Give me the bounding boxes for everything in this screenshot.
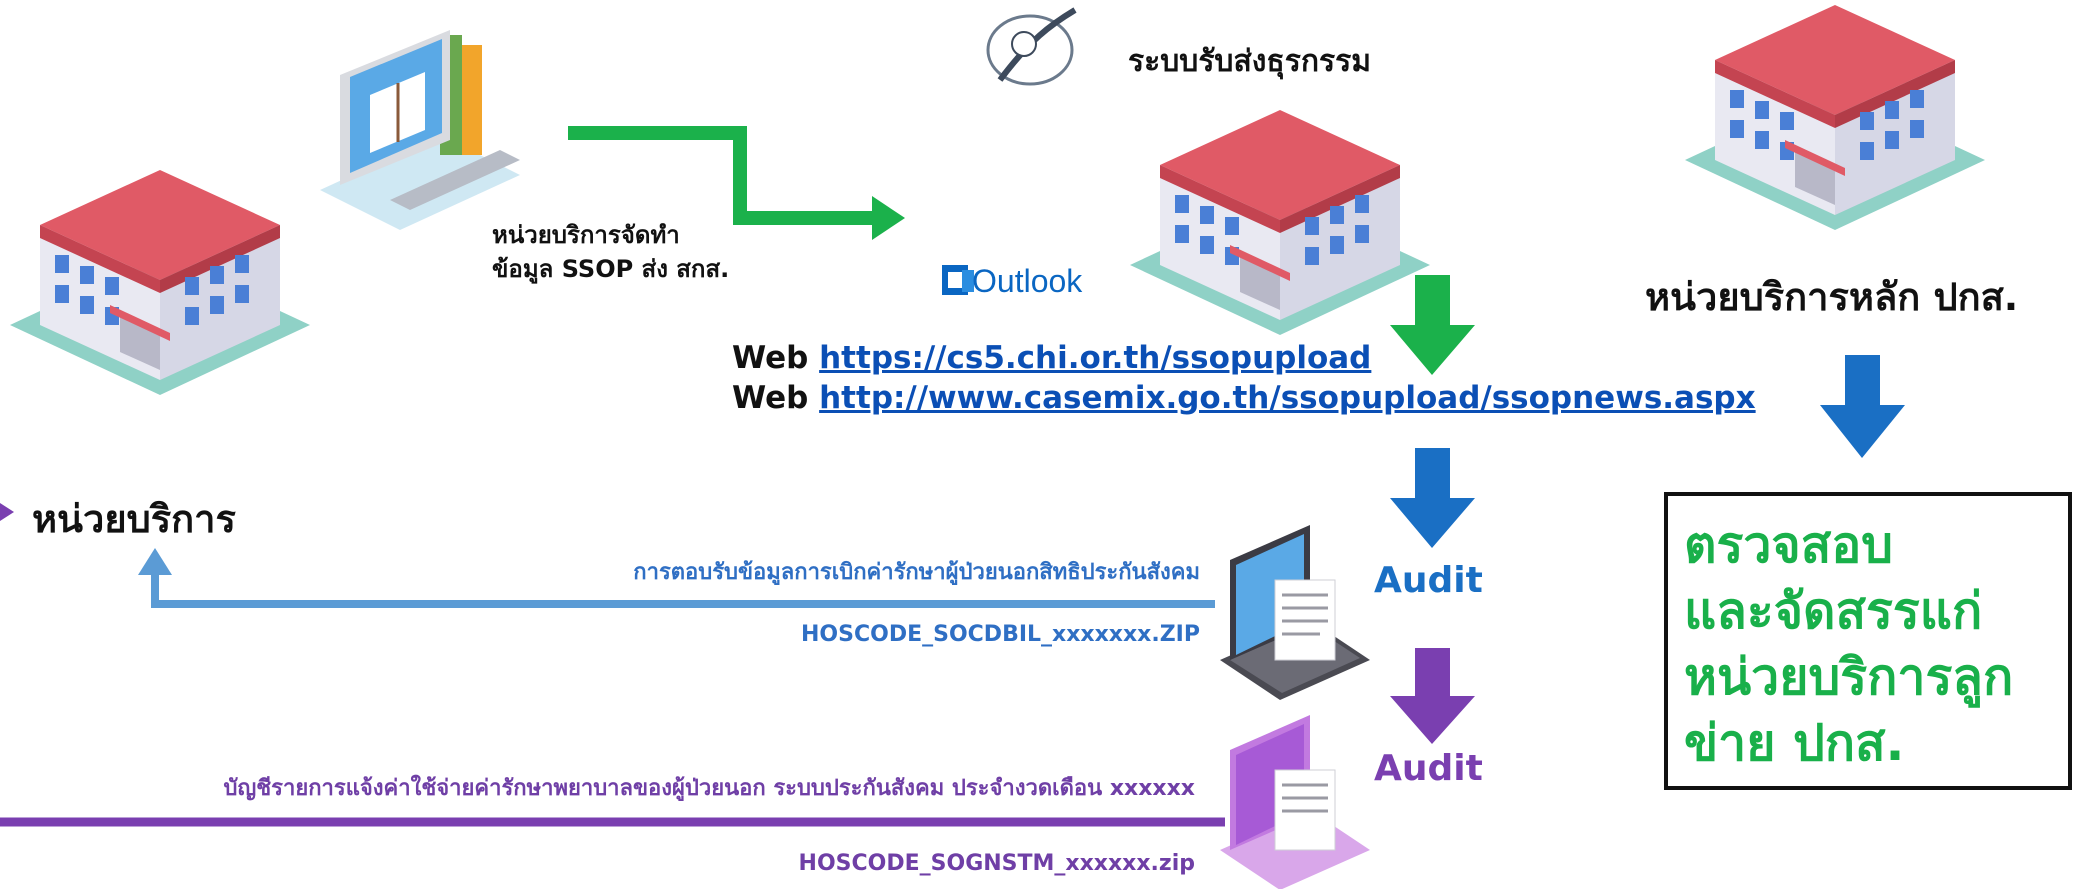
green-down-arrow [1390,275,1475,375]
hospital-icon [1685,5,1985,230]
purple-down-arrow [1390,648,1475,744]
box-line: หน่วยบริการลูก [1684,648,2014,706]
blue-down-arrow [1390,448,1475,548]
prep-label-line2: ข้อมูล SSOP ส่ง สกส. [492,255,730,283]
statement-file: HOSCODE_SOGNSTM_xxxxxx.zip [798,851,1195,876]
box-line: และจัดสรรแก่ [1684,582,1983,640]
prep-label-line1: หน่วยบริการจัดทำ [492,221,680,249]
web-link-cs5[interactable]: https://cs5.chi.or.th/ssopupload [819,340,1372,376]
purple-pointer-icon [0,503,14,521]
web-link-row-1: Web https://cs5.chi.or.th/ssopupload [732,340,1371,376]
statement-text: บัญชีรายการแจ้งค่าใช้จ่ายค่ารักษาพยาบาลข… [223,776,1195,801]
system-name: ระบบรับส่งธุรกรรม [1128,44,1372,79]
web-prefix: Web [732,380,809,416]
service-unit-label: หน่วยบริการ [32,497,236,541]
audit-label: Audit [1374,560,1483,601]
response-return-arrow [138,548,1215,608]
web-prefix: Web [732,340,809,376]
check-allocate-box: ตรวจสอบ และจัดสรรแก่ หน่วยบริการลูก ข่าย… [1664,492,2072,790]
main-hospital-label: หน่วยบริการหลัก ปกส. [1645,275,2019,319]
hospital-icon [1130,110,1430,335]
blue-down-arrow [1820,355,1905,458]
outlook-logo-icon [942,265,974,295]
outlook-label: Outlook [972,263,1083,299]
hospital-icon [10,170,310,395]
web-link-casemix[interactable]: http://www.casemix.go.th/ssopupload/ssop… [819,380,1756,416]
response-text: การตอบรับข้อมูลการเบิกค่ารักษาผู้ป่วยนอก… [633,560,1200,585]
audit-label: Audit [1374,748,1483,789]
laptop-document-icon [1220,715,1370,889]
web-link-row-2: Web http://www.casemix.go.th/ssopupload/… [732,380,1756,416]
prep-label: หน่วยบริการจัดทำ ข้อมูล SSOP ส่ง สกส. [492,218,729,286]
chi-logo-icon [986,7,1077,86]
computer-books-icon [320,30,520,230]
green-elbow-arrow [568,126,905,240]
laptop-document-icon [1218,523,1372,702]
box-line: ข่าย ปกส. [1684,714,1905,772]
box-line: ตรวจสอบ [1684,516,1893,574]
response-file: HOSCODE_SOCDBIL_xxxxxxx.ZIP [801,622,1200,647]
